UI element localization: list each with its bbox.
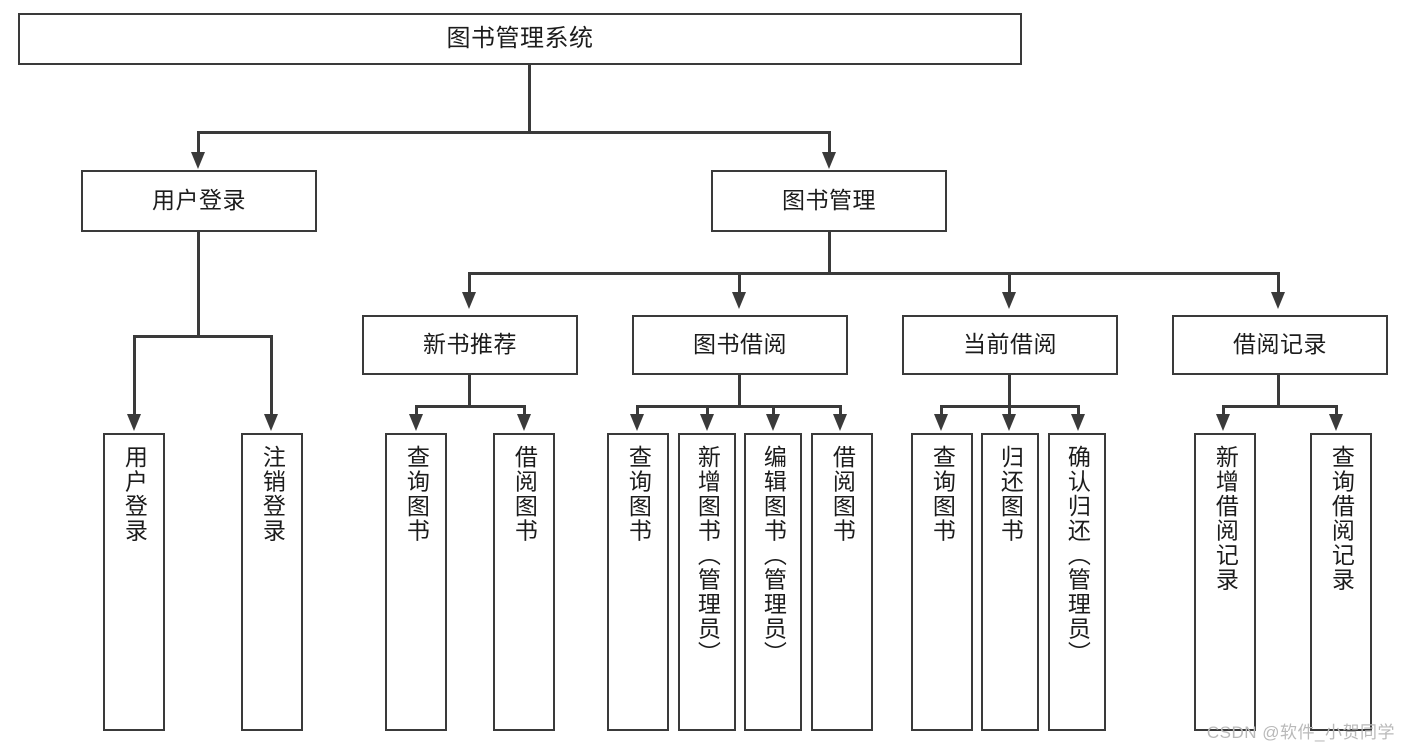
arrowhead-leaf-query-book-3 <box>934 414 948 431</box>
connector-user-login-drop-1 <box>133 335 136 417</box>
connector-bm-drop-4 <box>1277 272 1280 296</box>
leaf-edit-book-admin[interactable]: 编辑图书（管理员） <box>744 433 802 731</box>
connector-nbr-drop-1 <box>415 405 418 417</box>
node-label: 借阅记录 <box>1233 331 1327 358</box>
node-label: 查询图书 <box>929 445 956 543</box>
node-current-borrow[interactable]: 当前借阅 <box>902 315 1118 375</box>
leaf-borrow-book[interactable]: 借阅图书 <box>811 433 873 731</box>
connector-cb-drop-3 <box>1077 405 1080 417</box>
arrowhead-leaf-add-record <box>1216 414 1230 431</box>
watermark-text: CSDN @软件_小贺同学 <box>1206 723 1395 742</box>
arrowhead-to-book-borrow <box>732 292 746 309</box>
leaf-add-book-admin[interactable]: 新增图书（管理员） <box>678 433 736 731</box>
node-label: 确认归还（管理员） <box>1064 445 1091 666</box>
node-label: 用户登录 <box>121 445 148 543</box>
node-label: 注销登录 <box>259 445 286 543</box>
arrowhead-leaf-query-book-1 <box>409 414 423 431</box>
connector-root-stem <box>528 65 531 133</box>
connector-nbr-bus <box>415 405 526 408</box>
connector-nbr-drop-2 <box>523 405 526 417</box>
node-book-management[interactable]: 图书管理 <box>711 170 947 232</box>
node-label: 图书借阅 <box>693 331 787 358</box>
node-label: 编辑图书（管理员） <box>760 445 787 666</box>
node-root-system[interactable]: 图书管理系统 <box>18 13 1022 65</box>
connector-user-login-bus <box>133 335 273 338</box>
connector-book-management-bus <box>468 272 1280 275</box>
arrowhead-leaf-user-login <box>127 414 141 431</box>
node-label: 查询图书 <box>625 445 652 543</box>
connector-br-drop-2 <box>1335 405 1338 417</box>
node-label: 当前借阅 <box>963 331 1057 358</box>
connector-br-bus <box>1222 405 1338 408</box>
arrowhead-leaf-add-book <box>700 414 714 431</box>
leaf-borrow-book-recommend[interactable]: 借阅图书 <box>493 433 555 731</box>
connector-bb-drop-1 <box>636 405 639 417</box>
connector-bb-stem <box>738 375 741 407</box>
connector-user-login-drop-2 <box>270 335 273 417</box>
connector-root-bus <box>197 131 831 134</box>
leaf-return-book[interactable]: 归还图书 <box>981 433 1039 731</box>
arrowhead-leaf-query-book-2 <box>630 414 644 431</box>
connector-bm-drop-2 <box>738 272 741 296</box>
node-borrow-record[interactable]: 借阅记录 <box>1172 315 1388 375</box>
connector-bm-drop-1 <box>468 272 471 296</box>
leaf-add-borrow-record[interactable]: 新增借阅记录 <box>1194 433 1256 731</box>
node-label: 新书推荐 <box>423 331 517 358</box>
connector-br-stem <box>1277 375 1280 407</box>
leaf-logout[interactable]: 注销登录 <box>241 433 303 731</box>
leaf-query-book-recommend[interactable]: 查询图书 <box>385 433 447 731</box>
node-label: 查询借阅记录 <box>1328 445 1355 592</box>
node-label: 图书管理系统 <box>446 24 594 52</box>
arrowhead-leaf-logout <box>264 414 278 431</box>
connector-root-drop-left <box>197 131 200 156</box>
arrowhead-leaf-edit-book <box>766 414 780 431</box>
node-book-borrow[interactable]: 图书借阅 <box>632 315 848 375</box>
connector-root-drop-right <box>828 131 831 156</box>
node-user-login[interactable]: 用户登录 <box>81 170 317 232</box>
node-label: 借阅图书 <box>511 445 538 543</box>
connector-user-login-stem <box>197 232 200 337</box>
leaf-query-borrow-record[interactable]: 查询借阅记录 <box>1310 433 1372 731</box>
node-new-book-recommend[interactable]: 新书推荐 <box>362 315 578 375</box>
leaf-query-book-borrow[interactable]: 查询图书 <box>607 433 669 731</box>
connector-bb-bus <box>636 405 842 408</box>
arrowhead-leaf-borrow-book-1 <box>517 414 531 431</box>
node-label: 用户登录 <box>152 187 246 214</box>
node-label: 借阅图书 <box>829 445 856 543</box>
arrowhead-leaf-query-record <box>1329 414 1343 431</box>
arrowhead-to-book-management <box>822 152 836 169</box>
connector-bb-drop-4 <box>839 405 842 417</box>
connector-bb-drop-2 <box>706 405 709 417</box>
leaf-confirm-return-admin[interactable]: 确认归还（管理员） <box>1048 433 1106 731</box>
connector-cb-drop-1 <box>940 405 943 417</box>
arrowhead-to-current-borrow <box>1002 292 1016 309</box>
connector-cb-stem <box>1008 375 1011 407</box>
arrowhead-to-new-book-recommend <box>462 292 476 309</box>
node-label: 查询图书 <box>403 445 430 543</box>
node-label: 图书管理 <box>782 187 876 214</box>
arrowhead-to-user-login <box>191 152 205 169</box>
leaf-user-login[interactable]: 用户登录 <box>103 433 165 731</box>
leaf-query-book-current[interactable]: 查询图书 <box>911 433 973 731</box>
connector-br-drop-1 <box>1222 405 1225 417</box>
node-label: 新增借阅记录 <box>1212 445 1239 592</box>
connector-bm-drop-3 <box>1008 272 1011 296</box>
arrowhead-leaf-confirm-return <box>1071 414 1085 431</box>
connector-nbr-stem <box>468 375 471 407</box>
arrowhead-to-borrow-record <box>1271 292 1285 309</box>
connector-cb-drop-2 <box>1008 405 1011 417</box>
arrowhead-leaf-borrow-book-2 <box>833 414 847 431</box>
connector-book-management-stem <box>828 232 831 274</box>
arrowhead-leaf-return-book <box>1002 414 1016 431</box>
connector-bb-drop-3 <box>772 405 775 417</box>
node-label: 新增图书（管理员） <box>694 445 721 666</box>
node-label: 归还图书 <box>997 445 1024 543</box>
